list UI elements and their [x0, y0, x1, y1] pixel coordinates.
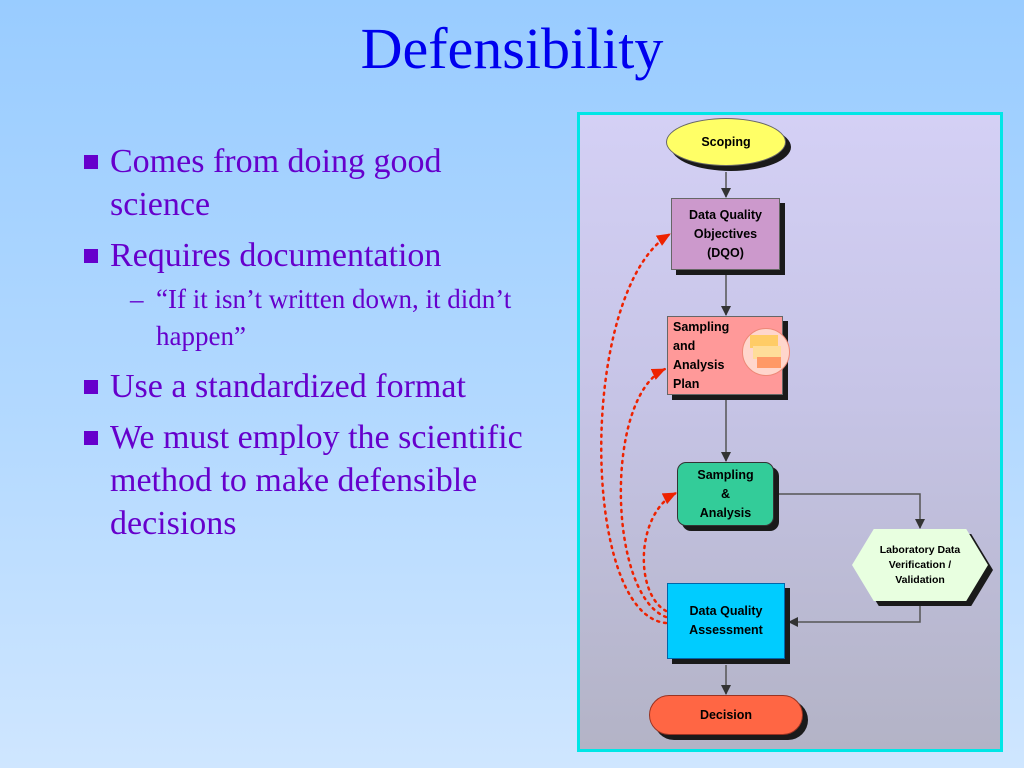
square-bullet-icon: [84, 249, 98, 263]
node-lab-line: Verification /: [888, 558, 952, 571]
dash-bullet: –: [130, 284, 144, 314]
square-bullet-icon: [84, 380, 98, 394]
bullet-text: Comes from doing good science: [110, 143, 442, 223]
bullet-item: Requires documentation: [80, 234, 550, 277]
feedback-arrow-dqo: [600, 232, 672, 625]
node-dqo-line: Data Quality: [689, 207, 762, 222]
node-dqo: Data Quality Objectives (DQO): [671, 198, 780, 270]
sub-bullet-item: – “If it isn’t written down, it didn’t h…: [80, 281, 550, 355]
flowchart-connectors: [600, 172, 925, 695]
feedback-arrow-sampling: [642, 491, 678, 613]
bullet-text: Requires documentation: [110, 237, 442, 274]
node-sap-line: Plan: [673, 376, 700, 391]
node-lab-verification: Laboratory Data Verification / Validatio…: [852, 529, 993, 606]
node-sap-line: Sampling: [673, 319, 730, 334]
node-scoping: Scoping: [666, 118, 786, 166]
node-data-quality-assessment: Data Quality Assessment: [667, 583, 785, 659]
node-decision: Decision: [649, 695, 803, 735]
document-stack-icon: [742, 328, 790, 376]
node-dqo-line: (DQO): [707, 245, 744, 260]
flowchart-panel: Scoping Data Quality Objectives (DQO) Sa…: [577, 112, 1003, 752]
node-dqo-line: Objectives: [693, 226, 758, 241]
node-sap-line: and: [673, 338, 696, 353]
node-decision-label: Decision: [699, 707, 753, 722]
square-bullet-icon: [84, 155, 98, 169]
slide-title: Defensibility: [360, 16, 664, 81]
feedback-arrow-sap: [619, 367, 668, 619]
bullet-text: Use a standardized format: [110, 368, 466, 405]
node-sa-line: Sampling: [697, 467, 754, 482]
node-scoping-label: Scoping: [701, 134, 751, 149]
node-sampling-analysis-plan: Sampling and Analysis Plan: [667, 316, 783, 395]
node-sampling-analysis: Sampling & Analysis: [677, 462, 774, 526]
node-lab-line: Validation: [895, 573, 945, 586]
arrow-sampling-lab: [779, 493, 925, 529]
bullet-list: Comes from doing good science Requires d…: [80, 140, 550, 553]
arrow-lab-dqa: [788, 606, 921, 627]
bullet-item: We must employ the scientific method to …: [80, 416, 550, 545]
node-sap-line: Analysis: [673, 357, 725, 372]
sub-bullet-text: “If it isn’t written down, it didn’t hap…: [156, 284, 512, 351]
bullet-text: We must employ the scientific method to …: [110, 419, 523, 542]
node-sa-line: Analysis: [699, 505, 752, 520]
bullet-item: Comes from doing good science: [80, 140, 550, 226]
node-sa-line: &: [720, 486, 730, 501]
node-lab-line: Laboratory Data: [879, 543, 961, 556]
node-dqa-line: Assessment: [689, 623, 763, 637]
bullet-item: Use a standardized format: [80, 365, 550, 408]
node-dqa-line: Data Quality: [689, 604, 763, 618]
square-bullet-icon: [84, 431, 98, 445]
